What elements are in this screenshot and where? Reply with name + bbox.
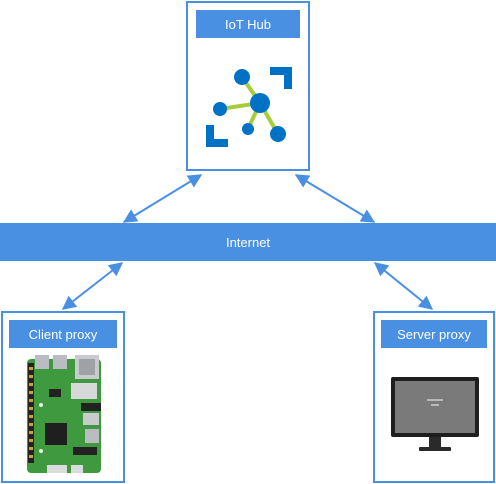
client-proxy-node[interactable]: Client proxy bbox=[1, 311, 125, 483]
server-proxy-node[interactable]: Server proxy bbox=[373, 311, 495, 483]
arrow-internet-client bbox=[61, 262, 124, 310]
internet-node[interactable]: Internet bbox=[0, 223, 496, 261]
arrow-hub-internet-right bbox=[294, 174, 376, 223]
arrow-internet-server bbox=[373, 262, 434, 310]
internet-label: Internet bbox=[225, 234, 271, 250]
arrow-hub-internet-left bbox=[122, 174, 203, 223]
raspberry-pi-board-icon bbox=[27, 355, 101, 473]
iot-hub-icon bbox=[206, 67, 292, 147]
iot-hub-node[interactable]: IoT Hub bbox=[186, 1, 310, 171]
iot-hub-label: IoT Hub bbox=[196, 10, 300, 38]
client-proxy-label: Client proxy bbox=[9, 320, 117, 348]
server-proxy-label: Server proxy bbox=[381, 320, 487, 348]
desktop-monitor-icon bbox=[391, 377, 479, 451]
